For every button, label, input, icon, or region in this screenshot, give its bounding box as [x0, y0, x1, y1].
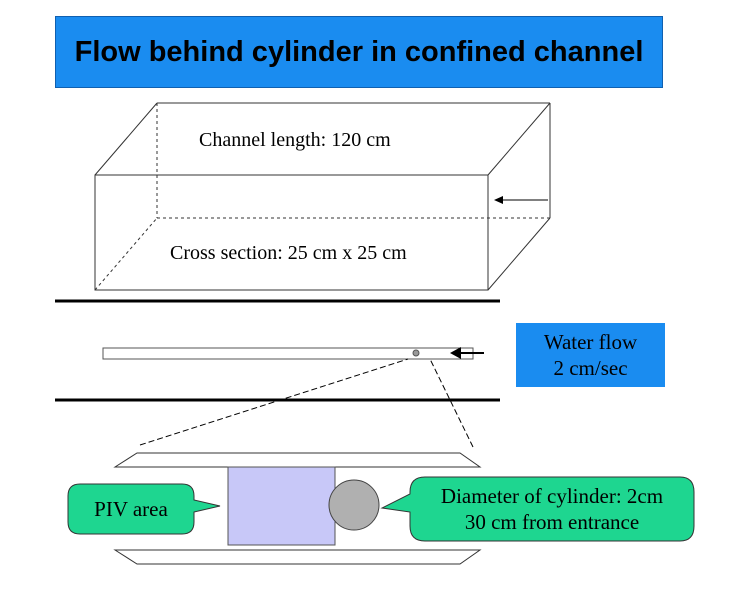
enlarged-top-wall [113, 452, 482, 468]
cylinder-enlarged [328, 479, 380, 531]
water-flow-speed: 2 cm/sec [553, 356, 628, 380]
title-box: Flow behind cylinder in confined channel [55, 16, 663, 88]
channel-hidden-depth [94, 217, 158, 291]
enlarged-bottom-wall [113, 549, 482, 565]
zoom-line-left [139, 358, 409, 446]
water-flow-box: Water flow 2 cm/sec [516, 323, 665, 387]
channel-top-left-depth [94, 102, 158, 176]
piv-area-rect [227, 466, 336, 546]
diagram-title: Flow behind cylinder in confined channel [74, 35, 644, 68]
channel-length-label: Channel length: 120 cm [199, 129, 391, 151]
zoom-line-right [429, 358, 474, 448]
box-flow-arrowhead [494, 196, 503, 204]
cylinder-diameter-label: Diameter of cylinder: 2cm [440, 484, 664, 508]
channel-bottom-right-depth [487, 217, 551, 291]
channel-front-face [94, 174, 489, 291]
channel-box [94, 102, 551, 291]
water-flow-arrowhead [450, 347, 461, 359]
cylinder-callout-text: Diameter of cylinder: 2cm 30 cm from ent… [412, 483, 692, 535]
channel-top-right-depth [487, 102, 551, 176]
cylinder-callout-shape [380, 476, 695, 542]
cross-section-label: Cross section: 25 cm x 25 cm [170, 242, 407, 264]
water-flow-label: Water flow [543, 330, 638, 354]
cylinder-small [412, 349, 420, 357]
cylinder-position-label: 30 cm from entrance [464, 510, 640, 534]
piv-area-label: PIV area [94, 497, 168, 521]
piv-callout-shape [67, 483, 221, 535]
